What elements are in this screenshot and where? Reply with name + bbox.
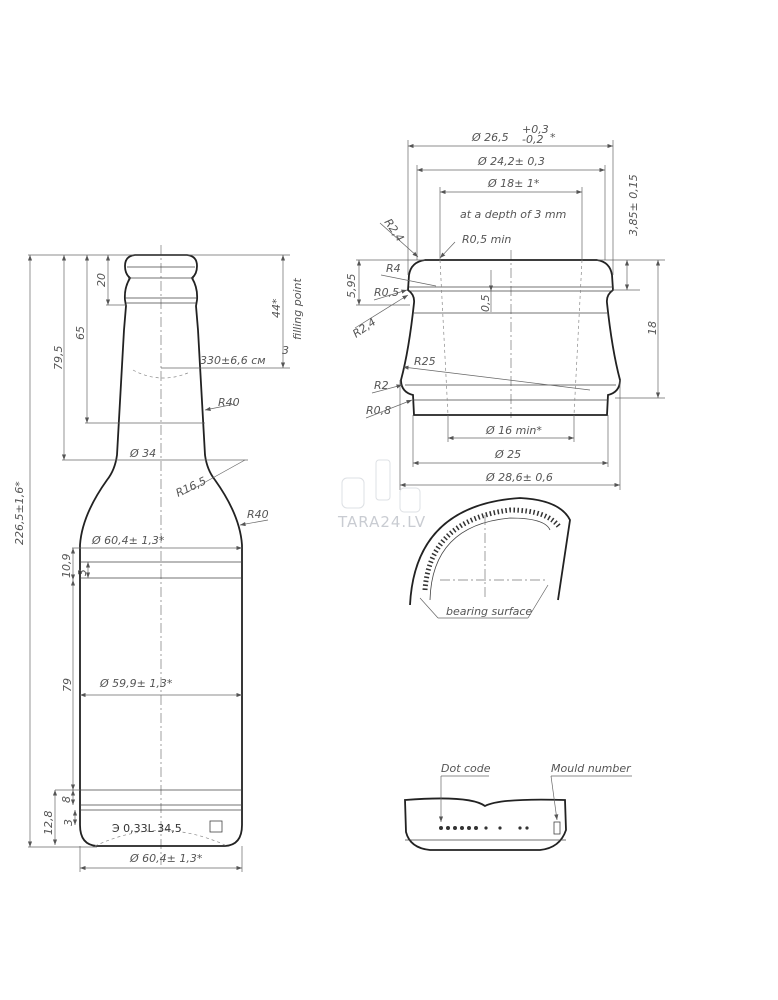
finish-dimension-lines bbox=[354, 140, 665, 490]
dot-code-label: Dot code bbox=[441, 762, 491, 775]
dim-5-95-label: 5,95 bbox=[345, 274, 358, 299]
dia-26-5-tol-lower: -0,2 bbox=[522, 133, 543, 146]
mould-box-icon bbox=[209, 820, 223, 833]
dot-code-icon bbox=[439, 826, 529, 830]
r0-5-min-label: R0,5 min bbox=[462, 233, 511, 246]
mould-number-icon bbox=[553, 821, 561, 835]
watermark-text: TARA24.LV bbox=[337, 513, 426, 531]
dia-16-min-label: Ø 16 min* bbox=[485, 424, 542, 437]
dia-26-5-label: Ø 26,5 bbox=[471, 131, 509, 144]
dia-18-label: Ø 18± 1* bbox=[487, 177, 540, 190]
r4-label: R4 bbox=[386, 262, 401, 275]
dia-26-5-star: * bbox=[550, 131, 556, 144]
dim-12-8-label: 12,8 bbox=[42, 811, 55, 836]
r0-5-label: R0,5 bbox=[374, 286, 399, 299]
dim-79-5-label: 79,5 bbox=[52, 346, 65, 371]
r25-label: R25 bbox=[414, 355, 436, 368]
bottle-labels: 226,5±1,6* 79,5 65 20 44* filling point … bbox=[13, 273, 304, 865]
base-marking: Э 0,33L 34,5 bbox=[112, 822, 182, 835]
shoulder-radius-small-label: R16,5 bbox=[174, 474, 209, 499]
dim-20-label: 20 bbox=[95, 273, 108, 287]
volume-unit-sup: 3 bbox=[282, 344, 289, 357]
dia-24-2-label: Ø 24,2± 0,3 bbox=[477, 155, 545, 168]
ring-section-view: bearing surface bbox=[409, 497, 571, 619]
dim-3-top-label: 3 bbox=[76, 569, 89, 576]
finish-labels: Ø 26,5 +0,3 -0,2 * Ø 24,2± 0,3 Ø 18± 1* … bbox=[345, 123, 659, 484]
dim-0-5-label: 0,5 bbox=[479, 295, 492, 313]
dia-25-label: Ø 25 bbox=[494, 448, 521, 461]
shoulder-radius-large-label: R40 bbox=[247, 508, 269, 521]
depth-note: at a depth of 3 mm bbox=[460, 208, 566, 221]
dim-10-9-label: 10,9 bbox=[60, 554, 73, 579]
volume-label: 330±6,6 см bbox=[200, 354, 266, 367]
r2-4-label: R2,4 bbox=[350, 315, 378, 340]
dia-26-5-tol-upper: +0,3 bbox=[522, 123, 549, 136]
neck-diameter-label: Ø 34 bbox=[129, 447, 156, 460]
bearing-surface-label: bearing surface bbox=[446, 605, 532, 618]
dim-65-label: 65 bbox=[74, 326, 87, 340]
dia-28-6-label: Ø 28,6± 0,6 bbox=[485, 471, 553, 484]
total-height-label: 226,5±1,6* bbox=[13, 481, 26, 545]
base-diameter-label: Ø 60,4± 1,3* bbox=[129, 852, 203, 865]
bottle-outline bbox=[79, 245, 243, 865]
label-top-diameter-label: Ø 60,4± 1,3* bbox=[91, 534, 165, 547]
r2-label: R2 bbox=[374, 379, 389, 392]
body-diameter-label: Ø 59,9± 1,3* bbox=[99, 677, 173, 690]
r2-4-top-label: R2,4 bbox=[382, 216, 407, 244]
finish-outline bbox=[400, 250, 621, 418]
dim-79-label: 79 bbox=[61, 678, 74, 692]
filling-point-label: filling point bbox=[291, 278, 304, 340]
mould-number-label: Mould number bbox=[551, 762, 632, 775]
bottle-dimension-lines bbox=[27, 254, 290, 872]
dim-3-bottom-label: 3 bbox=[62, 819, 75, 826]
dim-8-label: 8 bbox=[60, 796, 73, 803]
r0-8-label: R0,8 bbox=[366, 404, 391, 417]
dim-3-85-label: 3,85± 0,15 bbox=[627, 174, 640, 236]
dim-18-label: 18 bbox=[646, 321, 659, 335]
filling-dim-label: 44* bbox=[270, 298, 283, 318]
neck-radius-label: R40 bbox=[218, 396, 240, 409]
base-view: Dot code Mould number bbox=[404, 762, 632, 851]
watermark-logo: TARA24.LV bbox=[337, 459, 426, 531]
